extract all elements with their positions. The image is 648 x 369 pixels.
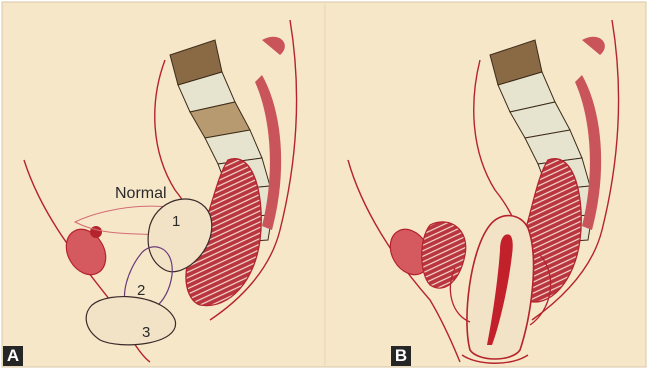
panel-b-label: B	[391, 346, 411, 366]
panel-a-label: A	[3, 346, 23, 366]
bladder-dot-a	[90, 226, 102, 238]
label-position-2: 2	[137, 282, 145, 299]
label-position-1: 1	[172, 213, 180, 230]
label-position-3: 3	[142, 324, 150, 341]
label-normal: Normal	[115, 185, 167, 202]
